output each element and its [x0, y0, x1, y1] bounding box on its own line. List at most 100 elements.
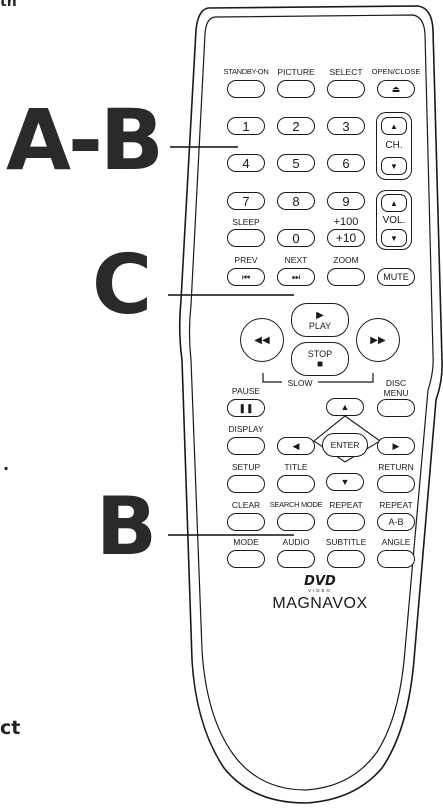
rewind-button[interactable]: ◀◀ [240, 318, 284, 362]
display-label: DISPLAY [228, 424, 264, 434]
sleep-label: SLEEP [232, 217, 260, 227]
picture-label: PICTURE [277, 67, 315, 77]
mode-button[interactable] [227, 550, 265, 568]
dvd-logo-sub: VIDEO [307, 588, 332, 593]
angle-button[interactable] [377, 550, 415, 568]
left-icon: ◀ [292, 440, 300, 451]
standby-on-label: STANDBY-ON [223, 67, 269, 76]
select-button[interactable] [327, 80, 365, 98]
standby-on-button[interactable] [227, 80, 265, 98]
search-mode-label: SEARCH MODE [269, 500, 323, 509]
repeat-ab-button[interactable]: A-B [377, 513, 415, 531]
play-button[interactable]: ▶ PLAY [291, 303, 349, 337]
angle-label: ANGLE [381, 537, 411, 547]
plus-100-label: +100 [333, 216, 359, 228]
number-5-button[interactable]: 5 [277, 154, 315, 172]
down-arrow-button[interactable]: ▼ [326, 473, 364, 491]
pause-label: PAUSE [231, 386, 261, 396]
prev-button[interactable]: ⏮ [227, 268, 265, 286]
enter-button[interactable]: ENTER [322, 433, 368, 457]
audio-button[interactable] [277, 550, 315, 568]
repeat-ab-label: REPEAT [379, 500, 413, 510]
disc-menu-button[interactable] [377, 399, 415, 417]
skip-back-icon: ⏮ [241, 271, 251, 282]
ch-down-button[interactable]: ▼ [381, 157, 407, 175]
page-text-fragment-period: . [3, 455, 10, 474]
title-label: TITLE [284, 462, 308, 472]
dvd-logo-text: DVD [304, 574, 336, 589]
open-close-button[interactable]: ⏏ [377, 80, 415, 98]
pause-icon: ❚❚ [238, 402, 254, 413]
right-arrow-button[interactable]: ▶ [377, 437, 415, 455]
vol-up-button[interactable]: ▲ [381, 194, 407, 212]
callout-c-leader [168, 294, 294, 296]
callout-c: C [92, 238, 152, 333]
next-button[interactable]: ⏭ [277, 268, 315, 286]
sleep-button[interactable] [227, 229, 265, 247]
picture-button[interactable] [277, 80, 315, 98]
number-6-button[interactable]: 6 [327, 154, 365, 172]
select-label: SELECT [329, 67, 363, 77]
fast-forward-icon: ▶▶ [370, 334, 386, 346]
search-mode-button[interactable] [277, 513, 315, 531]
fast-forward-button[interactable]: ▶▶ [356, 318, 400, 362]
vol-rocker: ▲ VOL. ▼ [376, 190, 412, 250]
subtitle-button[interactable] [327, 550, 365, 568]
eject-icon: ⏏ [391, 83, 401, 94]
page-text-fragment-bottom: ct [0, 717, 21, 739]
down-icon: ▼ [340, 477, 350, 487]
rewind-icon: ◀◀ [254, 334, 270, 346]
number-2-button[interactable]: 2 [277, 117, 315, 135]
left-arrow-button[interactable]: ◀ [277, 437, 315, 455]
right-icon: ▶ [392, 440, 400, 451]
open-close-label: OPEN/CLOSE [371, 67, 421, 76]
play-label: PLAY [308, 320, 332, 331]
clear-button[interactable] [227, 513, 265, 531]
stop-icon: ■ [316, 358, 324, 370]
stop-button[interactable]: STOP ■ [291, 342, 349, 376]
callout-a-b-leader [170, 146, 238, 148]
dvd-logo: DVD VIDEO [304, 575, 336, 594]
page-text-fragment-top: th [0, 0, 17, 10]
ch-rocker: ▲ CH. ▼ [376, 112, 412, 180]
plus-10-button[interactable]: +10 [327, 229, 365, 247]
up-icon: ▲ [390, 121, 398, 131]
repeat-button[interactable] [327, 513, 365, 531]
down-icon: ▼ [390, 233, 398, 243]
slow-label: SLOW [287, 378, 313, 388]
down-icon: ▼ [390, 161, 398, 171]
pause-button[interactable]: ❚❚ [227, 399, 265, 417]
mode-label: MODE [233, 537, 259, 547]
setup-label: SETUP [231, 462, 261, 472]
vol-label: VOL. [382, 215, 406, 226]
zoom-button[interactable] [327, 268, 365, 286]
stop-label: STOP [307, 348, 333, 359]
magnavox-brand: MAGNAVOX [272, 595, 368, 612]
number-9-button[interactable]: 9 [327, 192, 365, 210]
number-3-button[interactable]: 3 [327, 117, 365, 135]
number-8-button[interactable]: 8 [277, 192, 315, 210]
up-arrow-button[interactable]: ▲ [326, 398, 364, 416]
up-icon: ▲ [340, 402, 350, 412]
callout-b-leader [168, 534, 294, 536]
next-label: NEXT [284, 255, 308, 265]
ch-label: CH. [385, 140, 403, 151]
setup-button[interactable] [227, 475, 265, 493]
clear-label: CLEAR [231, 500, 261, 510]
display-button[interactable] [227, 437, 265, 455]
number-4-button[interactable]: 4 [227, 154, 265, 172]
number-7-button[interactable]: 7 [227, 192, 265, 210]
number-0-button[interactable]: 0 [277, 229, 315, 247]
number-1-button[interactable]: 1 [227, 117, 265, 135]
callout-a-b: A-B [6, 91, 164, 189]
play-icon: ▶ [316, 309, 324, 321]
title-button[interactable] [277, 475, 315, 493]
prev-label: PREV [234, 255, 258, 265]
skip-forward-icon: ⏭ [291, 271, 301, 282]
return-button[interactable] [377, 475, 415, 493]
ch-up-button[interactable]: ▲ [381, 117, 407, 135]
vol-down-button[interactable]: ▼ [381, 229, 407, 247]
mute-button[interactable]: MUTE [377, 268, 415, 286]
